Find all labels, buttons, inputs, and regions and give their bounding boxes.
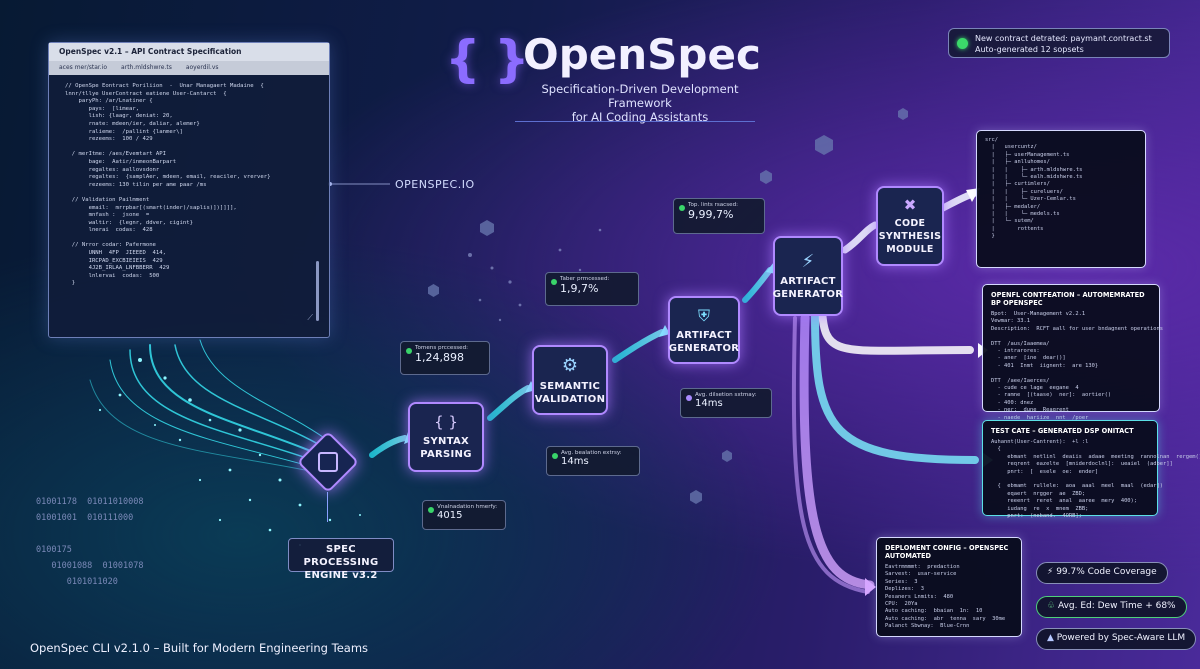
file-tree-content: src/ | usercuntz/ | ├─ userManagement.ts… [985,137,1083,240]
editor-tab[interactable]: arth.mldshwre.ts [121,64,172,71]
logo-title: OpenSpec [523,30,761,79]
test-case-panel-content: Auhannt(User-Cantrent): +l :l { ebmant n… [991,439,1200,520]
puzzle-icon: ✖ [903,196,917,214]
openapi-panel-title: OPENFL CONTFEATION – AUTOMEMRATED BP OPE… [991,291,1145,307]
powered-by-badge: ▲ Powered by Spec-Aware LLM [1036,628,1197,650]
hex-decoration [898,108,908,120]
resize-handle-icon[interactable]: ⟋ [307,313,313,322]
status-dot-icon [428,507,434,513]
status-dot-icon [551,279,557,285]
status-dot-icon [552,453,558,459]
notification-toast[interactable]: New contract detrated: paymant.contract.… [948,28,1170,58]
lightning-icon: ⚡ [801,251,815,272]
logo-subtitle: Specification-Driven Development Framewo… [541,82,739,124]
shield-icon: ⛨ [697,305,710,325]
footer-text: OpenSpec CLI v2.1.0 – Built for Modern E… [30,641,369,655]
status-dot-icon [679,205,685,211]
test-case-panel[interactable]: TEST CATE – GENERATED DSP ONITACT Auhann… [982,420,1200,519]
hex-decoration [760,170,772,184]
status-dot-icon [957,38,968,49]
file-tree-panel[interactable]: src/ | usercuntz/ | ├─ userManagement.ts… [976,130,1146,268]
dev-time-badge: ♧ Avg. Ed: Dew Time + 68% [1036,596,1187,618]
spec-editor-window[interactable]: OpenSpec v2.1 – API Contract Specificati… [48,42,330,338]
hex-decoration [815,135,833,155]
engine-connector [327,492,328,522]
status-dot-icon [406,348,412,354]
logo-divider [515,121,755,122]
deployment-panel-content: Eavtrmmmmt: predaction Sarvest: usar-ser… [885,564,1006,630]
binary-decoration: 01001178 01011010008 01001001 010111000 … [36,497,144,587]
notification-line2: Auto-generated 12 sopsets [975,45,1084,54]
hex-decoration [480,220,494,236]
hex-decoration [690,490,702,504]
editor-tab[interactable]: aoyerdil.vs [185,64,219,71]
editor-code[interactable]: // OpenSpe Eontract Poriliion - Unar Man… [65,83,271,287]
engine-chip-icon [318,452,338,472]
editor-scrollbar[interactable] [316,261,319,321]
openspec-logo-icon: { } [445,30,530,88]
editor-title: OpenSpec v2.1 – API Contract Specificati… [49,43,329,61]
openapi-panel[interactable]: OPENFL CONTFEATION – AUTOMEMRATED BP OPE… [982,284,1163,421]
metric-tokens-processed: Tomens prccessed:1,24,898 [400,341,490,375]
code-coverage-badge: ⚡ 99.7% Code Coverage [1036,562,1168,584]
notification-line1: New contract detrated: paymant.contract.… [975,34,1152,43]
test-case-panel-title: TEST CATE – GENERATED DSP ONITACT [991,427,1134,435]
metric-avg-latency: Avg. bealation extrsy:14ms [546,446,640,476]
leaf-icon: ♧ [1047,601,1058,611]
hex-decoration [722,450,732,462]
metric-top-lints: Top. lints rsacsed:9,99,7% [673,198,765,234]
openapi-panel-content: Bpot: User-Management v2.2.1 Vewmar: 33.… [991,311,1164,421]
openspec-io-label: OPENSPEC.IO [395,178,475,191]
ai-logo-icon: ▲ [1047,633,1057,643]
hex-decoration [428,284,439,297]
editor-tab[interactable]: aces mer/star.io [59,64,108,71]
deployment-config-panel[interactable]: DEPLOMENT CONFIG – OPENSPEC AUTOMATED Ea… [876,537,1022,637]
deployment-panel-title: DEPLOMENT CONFIG – OPENSPEC AUTOMATED [885,544,1009,560]
metric-validation: Vnalnadation hmerfy:4015 [422,500,506,530]
lightning-icon: ⚡ [1047,567,1057,577]
gear-icon: ⚙ [561,354,579,376]
editor-tabs: aces mer/star.io arth.mldshwre.ts aoyerd… [49,61,329,75]
metric-taber-processed: Taber prmcessed:1,9,7% [545,272,639,306]
status-dot-icon [686,395,692,401]
braces-icon: { } [434,413,458,431]
metric-avg-dilsetion: Avg. dilsetion sxtmay:14ms [680,388,772,418]
